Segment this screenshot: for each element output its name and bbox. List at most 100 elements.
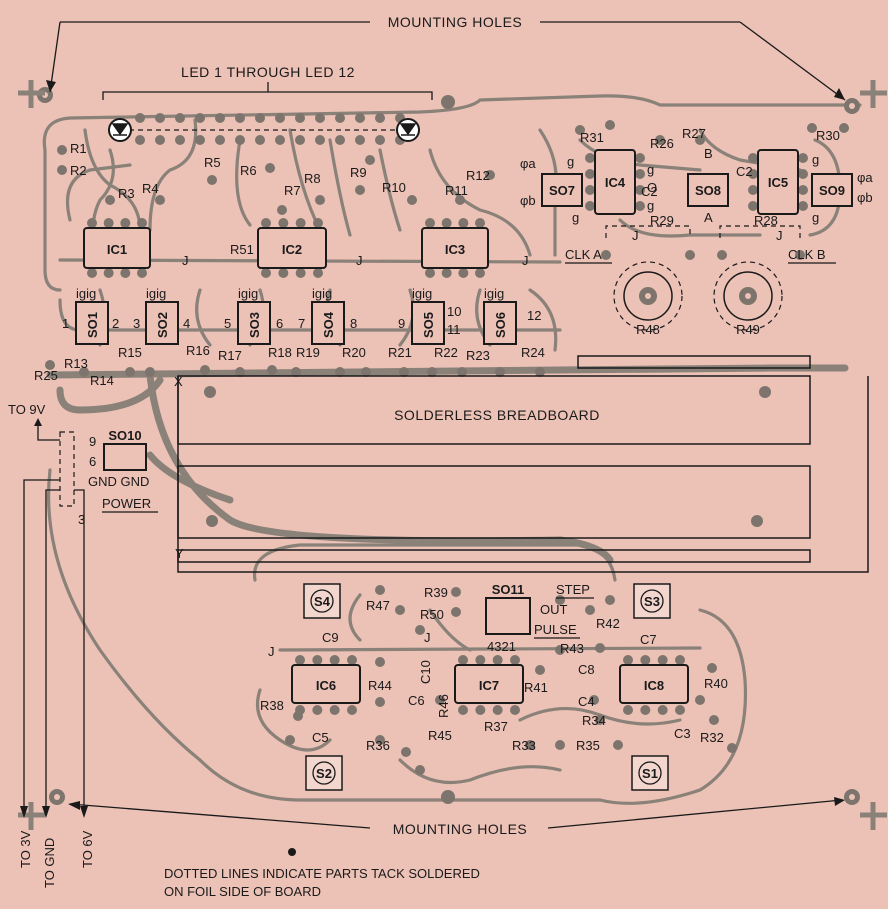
solder-pad xyxy=(278,218,289,228)
solder-pad xyxy=(265,163,275,173)
solder-pad xyxy=(510,705,520,715)
ic-packages: IC1 IC2 IC3 IC4 IC5 IC6 IC7 IC8 xyxy=(83,149,799,704)
solder-pad xyxy=(748,153,758,163)
capacitor-labels: C2 C2 C3 C4 C5 C6 C7 C8 C9 C10 xyxy=(312,164,753,745)
svg-text:1: 1 xyxy=(62,316,69,331)
solder-pad xyxy=(120,268,131,278)
svg-text:J: J xyxy=(776,228,783,243)
solder-pad xyxy=(425,218,435,228)
svg-text:R50: R50 xyxy=(420,607,444,622)
leds-callout: LED 1 THROUGH LED 12 xyxy=(102,64,433,100)
svg-text:R14: R14 xyxy=(90,373,114,388)
to-gnd-label: TO GND xyxy=(42,838,57,888)
solder-pad xyxy=(195,113,205,123)
svg-text:R30: R30 xyxy=(816,128,840,143)
solder-pad xyxy=(329,705,340,715)
solder-pad xyxy=(425,268,435,278)
svg-text:R19: R19 xyxy=(296,345,320,360)
ic4-chip: IC4 xyxy=(594,149,636,215)
svg-text:R29: R29 xyxy=(650,213,674,228)
solder-pad xyxy=(313,218,323,228)
led-row xyxy=(108,118,420,142)
solder-pad xyxy=(355,135,365,145)
so8-socket: SO8 xyxy=(687,173,729,207)
svg-text:J: J xyxy=(268,644,275,659)
svg-text:OUT: OUT xyxy=(540,602,568,617)
svg-text:S3: S3 xyxy=(644,594,660,609)
svg-text:R40: R40 xyxy=(704,676,728,691)
solder-pad xyxy=(207,175,217,185)
solder-pad xyxy=(315,195,325,205)
svg-text:C3: C3 xyxy=(674,726,691,741)
solder-pad xyxy=(457,367,467,377)
s4-switch: S4 xyxy=(303,583,341,619)
to-9v-label: TO 9V xyxy=(8,402,46,417)
so6-socket: SO6 xyxy=(483,301,517,345)
solder-pad xyxy=(175,113,185,123)
svg-text:X: X xyxy=(174,374,183,389)
solder-pad xyxy=(79,367,89,377)
svg-text:R49: R49 xyxy=(736,322,760,337)
svg-text:φb: φb xyxy=(520,193,536,208)
svg-text:R27: R27 xyxy=(682,126,706,141)
solder-pad xyxy=(255,135,265,145)
s3-switch: S3 xyxy=(633,583,671,619)
svg-text:SO7: SO7 xyxy=(549,183,575,198)
solder-pad xyxy=(475,705,486,715)
solder-pad xyxy=(261,268,271,278)
solder-pad xyxy=(295,135,305,145)
solder-pad xyxy=(399,367,409,377)
solder-pad xyxy=(235,113,245,123)
solder-pad xyxy=(585,605,595,615)
svg-text:C10: C10 xyxy=(418,660,433,684)
svg-text:3: 3 xyxy=(133,316,140,331)
solder-pad xyxy=(57,145,67,155)
solder-pad xyxy=(441,218,452,228)
solder-pad xyxy=(415,765,425,775)
solder-pad xyxy=(535,367,545,377)
svg-text:R3: R3 xyxy=(118,186,135,201)
solder-pad xyxy=(407,195,417,205)
solder-pad xyxy=(415,625,425,635)
solder-pad xyxy=(451,587,461,597)
svg-text:SO4: SO4 xyxy=(321,311,336,338)
svg-text:4321: 4321 xyxy=(487,639,516,654)
solder-pad xyxy=(807,123,817,133)
solder-pad xyxy=(605,120,615,130)
solder-pad xyxy=(458,655,468,665)
resistor-labels: R1 R2 R3 R4 R5 R6 R7 R8 R9 R10 R11 R12 R… xyxy=(34,126,840,753)
solder-pad xyxy=(267,365,277,375)
solder-pad xyxy=(295,113,305,123)
svg-text:R11: R11 xyxy=(445,183,468,198)
svg-text:R10: R10 xyxy=(382,180,406,195)
svg-text:11: 11 xyxy=(447,322,461,337)
svg-text:igig: igig xyxy=(146,286,166,301)
svg-text:R23: R23 xyxy=(466,348,490,363)
solder-pad xyxy=(103,268,114,278)
svg-text:g: g xyxy=(812,152,819,167)
s1-switch: S1 xyxy=(631,755,669,791)
svg-text:R31: R31 xyxy=(580,130,604,145)
solder-pad xyxy=(635,153,645,163)
svg-text:igig: igig xyxy=(484,286,504,301)
svg-text:R8: R8 xyxy=(304,171,321,186)
svg-text:IC2: IC2 xyxy=(282,242,302,257)
svg-text:igig: igig xyxy=(76,286,96,301)
solder-pad xyxy=(451,607,461,617)
svg-text:5: 5 xyxy=(224,316,231,331)
svg-text:C7: C7 xyxy=(640,632,657,647)
ic5-chip: IC5 xyxy=(757,149,799,215)
svg-text:SO10: SO10 xyxy=(108,428,141,443)
svg-text:g: g xyxy=(567,154,574,169)
solder-pad xyxy=(215,113,225,123)
solder-pad xyxy=(555,740,565,750)
solder-pad xyxy=(295,218,306,228)
svg-text:9: 9 xyxy=(89,434,96,449)
solder-pad xyxy=(510,655,520,665)
so11-socket: SO11 xyxy=(485,582,531,635)
svg-text:2: 2 xyxy=(112,316,119,331)
svg-text:R13: R13 xyxy=(64,356,88,371)
svg-text:SO9: SO9 xyxy=(819,183,845,198)
svg-text:R38: R38 xyxy=(260,698,284,713)
